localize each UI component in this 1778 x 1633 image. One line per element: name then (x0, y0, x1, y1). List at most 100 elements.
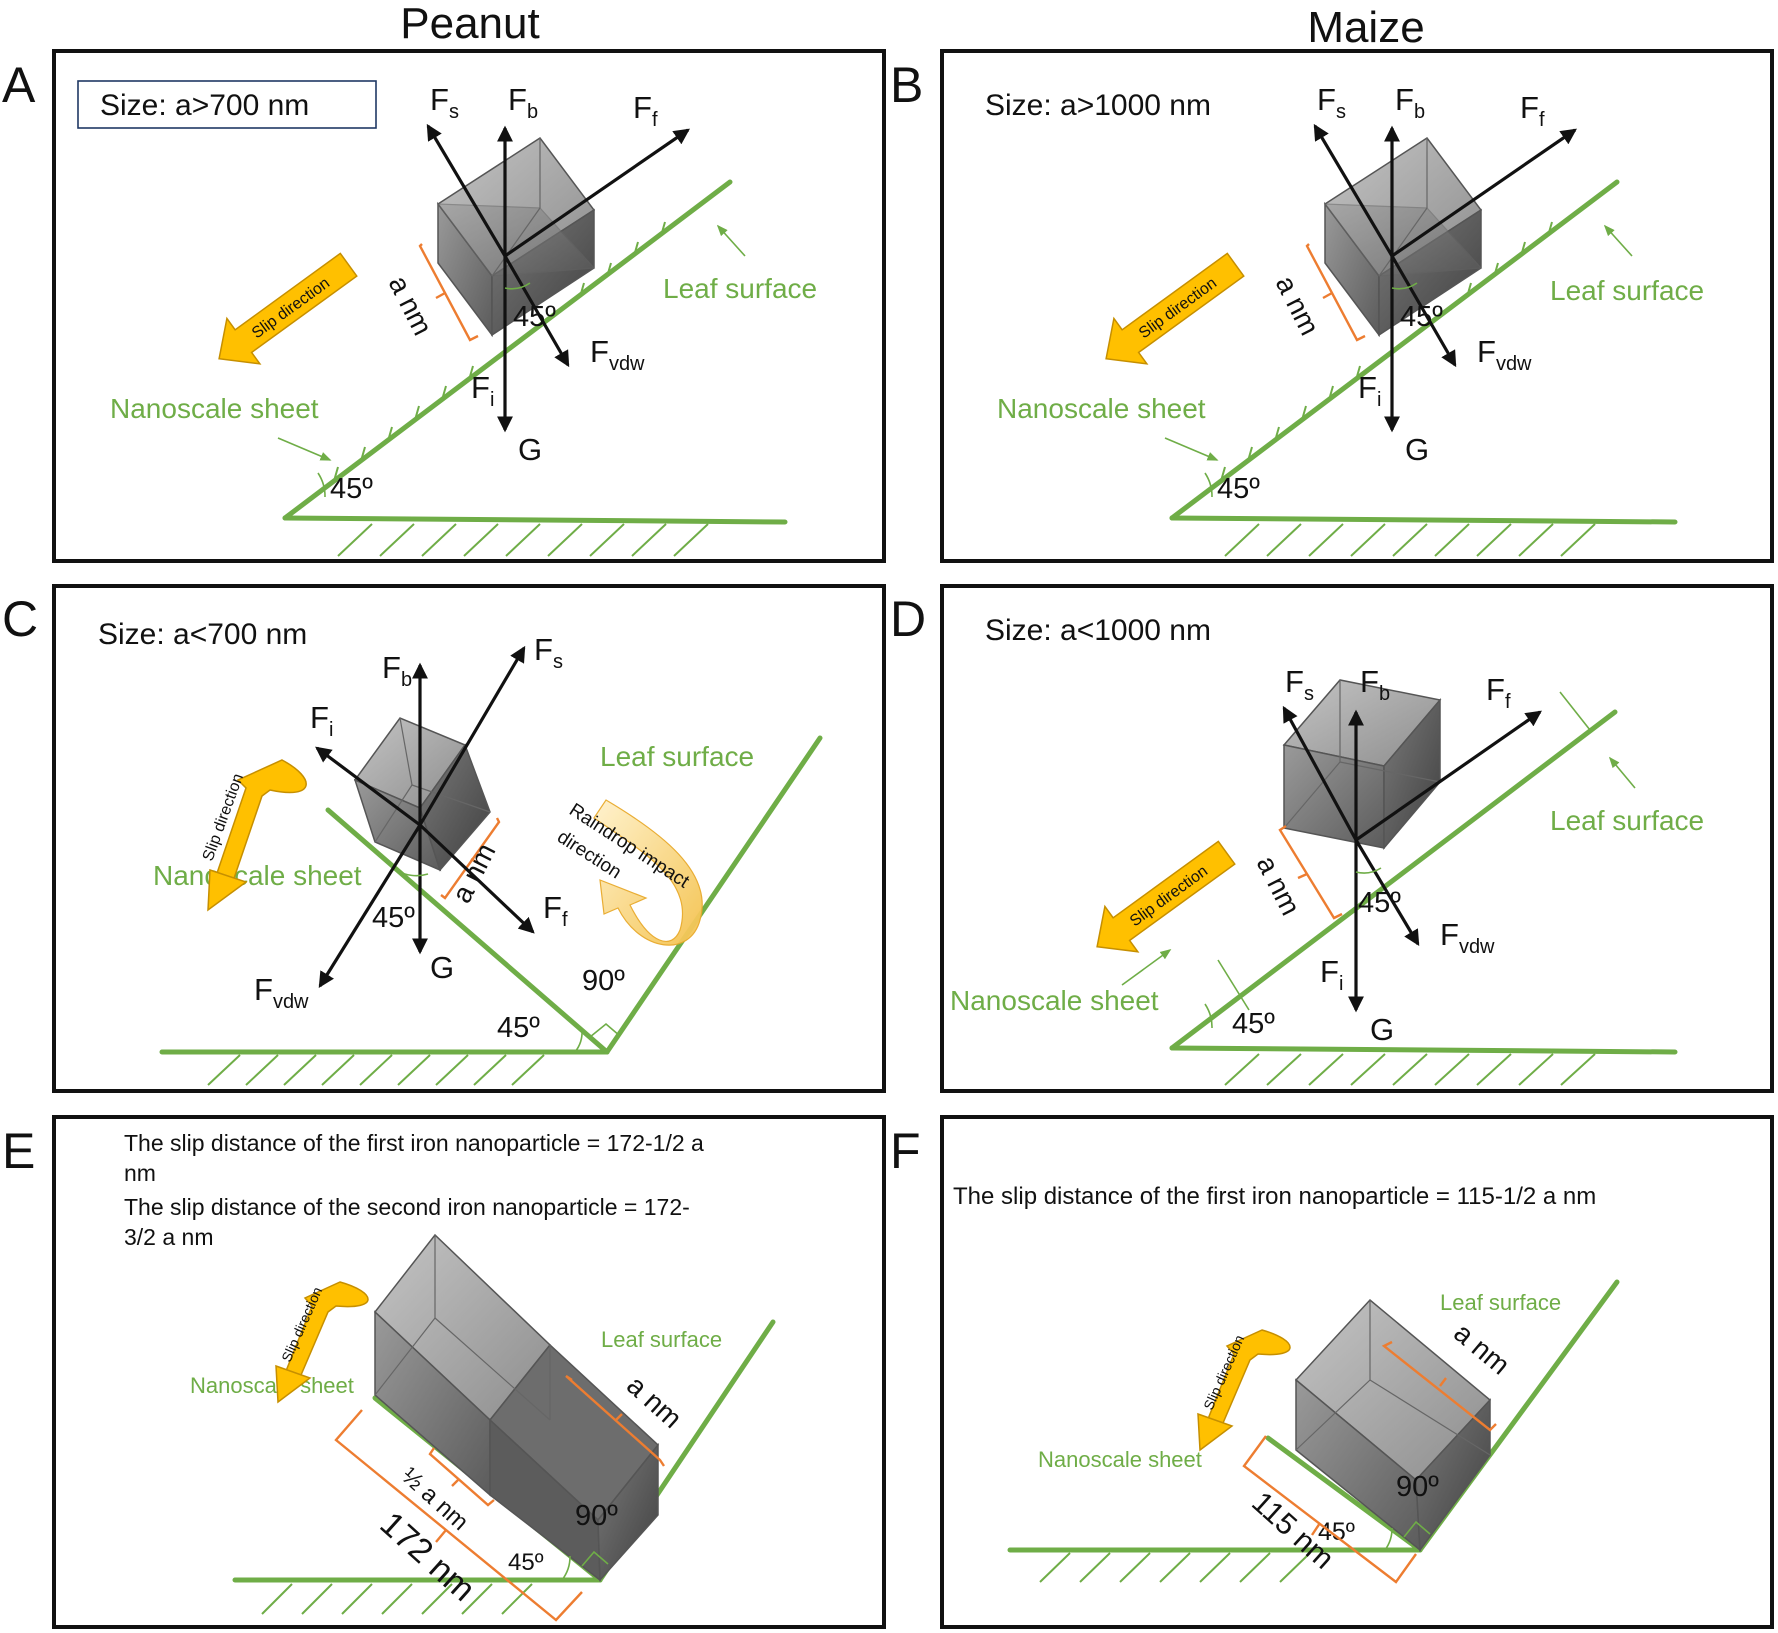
panel-f-leaf-surface-label: Leaf surface (1440, 1290, 1561, 1315)
panel-f: F The slip distance of the first iron na… (890, 1115, 1774, 1629)
panel-e-angle-90: 90º (575, 1500, 618, 1532)
panel-b-sheet-hatch (1220, 221, 1553, 482)
panel-f-letter: F (890, 1123, 921, 1179)
panel-d-sheet-label: Nanoscale sheet (950, 985, 1159, 1016)
panel-e-note-line2: nm (124, 1160, 156, 1186)
panel-b: B Size: a>1000 nm 45º (890, 49, 1774, 563)
panel-d-fi: Fi (1320, 954, 1343, 995)
panel-e-angle-45: 45º (508, 1549, 544, 1576)
panel-b-leaf-surface-label: Leaf surface (1550, 275, 1704, 306)
panel-d-ground (1169, 1045, 1678, 1055)
panel-d-ff: Ff (1486, 672, 1511, 713)
panel-f-angle-90: 90º (1396, 1471, 1439, 1503)
panel-a-angle-bottom: 45º (330, 473, 373, 505)
panel-d-fs: Fs (1285, 664, 1314, 705)
panel-e-letter: E (2, 1123, 35, 1179)
panel-c-frame (52, 584, 886, 1093)
panel-a-fvdw: Fvdw (590, 334, 645, 375)
panel-d-fvdw: Fvdw (1440, 917, 1495, 958)
panel-a-angle-arc (317, 472, 326, 498)
panel-a-force-vectors (426, 123, 690, 433)
panel-f-note: The slip distance of the first iron nano… (953, 1183, 1596, 1210)
panel-b-angle-top: 45º (1400, 301, 1443, 333)
panel-b-ground-hatch (1224, 523, 1596, 557)
panel-d-sheet-pointer (1121, 949, 1172, 986)
panel-c-angle-arc (574, 1029, 583, 1053)
panel-b-angle-top-arc (1391, 282, 1418, 290)
panel-b-fs: Fs (1317, 82, 1346, 123)
panel-c-g: G (430, 950, 454, 985)
panel-a-sheet-label: Nanoscale sheet (110, 393, 319, 424)
panel-a-cube (436, 136, 596, 338)
panel-c-fvdw: Fvdw (254, 972, 309, 1013)
panel-d-angle-arc (1204, 1003, 1213, 1029)
panel-e-sheet-label: Nanoscale sheet (190, 1373, 354, 1398)
panel-c-sheet-incline (325, 807, 610, 1055)
panel-d-leaf-incline (1169, 709, 1618, 1051)
panel-c-angle-top-arc (395, 869, 429, 877)
panel-d-fb: Fb (1360, 664, 1390, 705)
panel-a-sheet-hatch (333, 221, 666, 482)
panel-d-g: G (1370, 1012, 1394, 1047)
panel-a-letter: A (2, 57, 36, 113)
panel-a-fb: Fb (508, 82, 538, 123)
panel-a-ff: Ff (633, 90, 658, 131)
panel-a-g: G (518, 432, 542, 467)
panel-b-angle-arc (1204, 472, 1213, 498)
panel-c-size-label: Size: a<700 nm (98, 618, 307, 651)
panel-c-leaf-incline (604, 735, 823, 1055)
panel-a-leaf-surface-label: Leaf surface (663, 273, 817, 304)
panel-c-angle-top: 45º (372, 902, 415, 934)
panel-d-letter: D (890, 591, 926, 647)
panel-c-angle-bottom: 45º (497, 1012, 540, 1044)
panel-b-angle-bottom: 45º (1217, 473, 1260, 505)
panel-a-fi: Fi (471, 370, 494, 411)
panel-e-note-line3: The slip distance of the second iron nan… (124, 1194, 690, 1220)
panel-f-angle-45: 45º (1318, 1518, 1355, 1546)
panel-b-ff: Ff (1520, 90, 1545, 131)
panel-e-note-line1: The slip distance of the first iron nano… (124, 1130, 704, 1156)
panel-a-ground-hatch (337, 523, 709, 557)
panel-f-bracket-a (1381, 1340, 1497, 1432)
panel-b-sheet-pointer (1164, 437, 1219, 461)
panel-a: A Size: a>700 nm 45º (2, 49, 886, 563)
panel-e: E The slip distance of the first iron na… (2, 1115, 886, 1629)
panel-c: C Size: a<700 nm 45º 90º a nm (2, 584, 886, 1093)
panel-d-leaf-pointer (1608, 756, 1636, 789)
panel-a-angle-top-arc (504, 282, 531, 290)
panel-f-sheet-label: Nanoscale sheet (1038, 1447, 1202, 1472)
panel-e-cubes (373, 1233, 660, 1582)
panel-a-frame (52, 49, 886, 563)
panel-e-ground-hatch (261, 1583, 533, 1615)
panel-f-right-angle-mark (1403, 1520, 1431, 1538)
column-title-maize: Maize (1307, 3, 1424, 52)
panel-c-angle-right: 90º (582, 965, 625, 997)
panel-b-leaf-pointer (1603, 224, 1633, 257)
panel-d-angle-bottom: 45º (1232, 1008, 1275, 1040)
panel-c-leaf-surface-label: Leaf surface (600, 741, 754, 772)
panel-b-size-label: Size: a>1000 nm (985, 89, 1211, 122)
panel-d-angle-top: 45º (1358, 887, 1401, 919)
panel-c-fb: Fb (382, 650, 412, 691)
panel-d-force-vectors (1282, 705, 1542, 1013)
panel-a-fs: Fs (430, 82, 459, 123)
panel-a-angle-top: 45º (513, 301, 556, 333)
column-title-peanut: Peanut (400, 0, 539, 48)
panel-e-bracket-a (565, 1375, 665, 1467)
panel-d-leaf-surface-label: Leaf surface (1550, 805, 1704, 836)
panel-b-leaf-incline (1169, 179, 1620, 521)
panel-d-size-label: Size: a<1000 nm (985, 614, 1211, 647)
panel-b-force-vectors (1313, 123, 1577, 433)
panel-b-fb: Fb (1395, 82, 1425, 123)
panel-f-sheet-incline (1265, 1435, 1423, 1553)
panel-c-fs: Fs (534, 632, 563, 673)
panel-a-ground (282, 515, 788, 525)
panel-b-cube (1323, 136, 1483, 338)
panel-b-fi: Fi (1358, 370, 1381, 411)
panel-e-bracket-half (428, 1447, 495, 1507)
panel-a-size-label: Size: a>700 nm (100, 89, 309, 122)
panel-b-ground (1169, 515, 1678, 525)
panel-c-fi: Fi (310, 700, 333, 741)
panel-c-letter: C (2, 591, 38, 647)
